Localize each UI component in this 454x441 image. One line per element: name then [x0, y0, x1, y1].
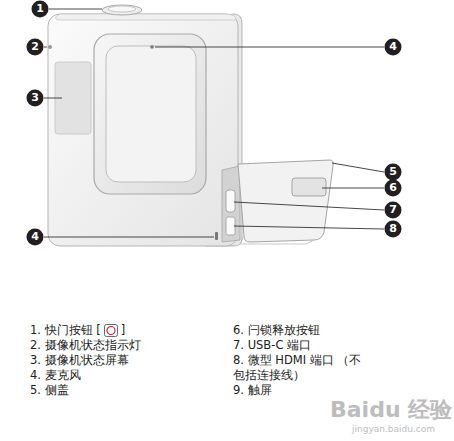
- leader-line: [322, 188, 384, 189]
- callout-number-text: 3: [26, 89, 44, 107]
- legend-item: 2. 摄像机状态指示灯: [30, 338, 141, 353]
- callout-circle-fill: [27, 39, 44, 56]
- leader-line: [44, 98, 62, 99]
- camera-body: [48, 14, 238, 246]
- legend-item: 6. 闩锁释放按钮: [233, 323, 320, 338]
- callout-circle-fill: [385, 164, 402, 181]
- shutter-icon-frame: [104, 325, 117, 337]
- callout-circle-fill: [385, 39, 402, 56]
- callout-number-text: 1: [31, 0, 49, 18]
- leader-line: [234, 202, 384, 210]
- legend-item: 5. 侧盖: [30, 383, 69, 398]
- callout-number: 2: [26, 38, 44, 56]
- leader-line: [44, 237, 214, 238]
- callout-circle-fill: [385, 202, 402, 219]
- callout-number-text: 2: [26, 38, 44, 56]
- leader-line: [234, 226, 384, 229]
- side-microphone: [215, 232, 218, 240]
- legend-bracket: ]: [121, 323, 126, 338]
- callout-number: 6: [384, 179, 402, 197]
- leader-line: [44, 47, 47, 48]
- callout-circle-fill: [385, 221, 402, 238]
- shutter-icon-circle: [107, 327, 115, 335]
- leader-line: [155, 47, 384, 48]
- callout-number: 5: [384, 163, 402, 181]
- legend-item: 1. 快门按钮 [: [30, 323, 101, 338]
- leader-line: [332, 163, 384, 172]
- latch-button: [292, 178, 326, 196]
- shutter-button: [102, 5, 142, 15]
- shutter-button-top: [108, 6, 136, 12]
- callout-number: 4: [26, 228, 44, 246]
- callout-number: 8: [384, 220, 402, 238]
- watermark: Baidu 经验: [330, 398, 452, 422]
- callout-number-text: 5: [384, 163, 402, 181]
- microphone-hole: [150, 45, 154, 49]
- callout-circle-fill: [27, 90, 44, 107]
- callout-number-text: 6: [384, 179, 402, 197]
- leader-line: [49, 9, 102, 10]
- legend-item: 7. USB-C 端口: [233, 338, 311, 353]
- watermark-url: jingyan.baidu.com: [352, 424, 435, 435]
- legend-item: 4. 麦克风: [30, 368, 81, 383]
- callout-number: 1: [31, 0, 49, 18]
- callout-number-text: 7: [384, 201, 402, 219]
- shutter-icon: [104, 324, 118, 337]
- camera-top: [55, 14, 236, 20]
- port-recess: [222, 166, 240, 242]
- callout-number-text: 4: [26, 228, 44, 246]
- legend-item: 8. 微型 HDMI 端口 （不包括连接线）: [233, 353, 365, 383]
- usb-c-port: [226, 190, 235, 212]
- callout-circle-fill: [32, 1, 49, 18]
- door-edge: [240, 236, 314, 244]
- status-light: [48, 45, 52, 49]
- callout-circle-fill: [27, 229, 44, 246]
- callout-number: 7: [384, 201, 402, 219]
- side-door: [238, 160, 333, 242]
- callout-number-text: 8: [384, 220, 402, 238]
- lens-window: [106, 46, 196, 182]
- lens-housing: [94, 34, 206, 194]
- legend-item: 9. 触屏: [233, 383, 272, 398]
- leader-lines: [44, 9, 384, 237]
- callout-number: 3: [26, 89, 44, 107]
- callout-number: 4: [384, 38, 402, 56]
- hdmi-port: [226, 217, 235, 235]
- callout-number-text: 4: [384, 38, 402, 56]
- legend-item: 3. 摄像机状态屏幕: [30, 353, 129, 368]
- callout-circle-fill: [385, 180, 402, 197]
